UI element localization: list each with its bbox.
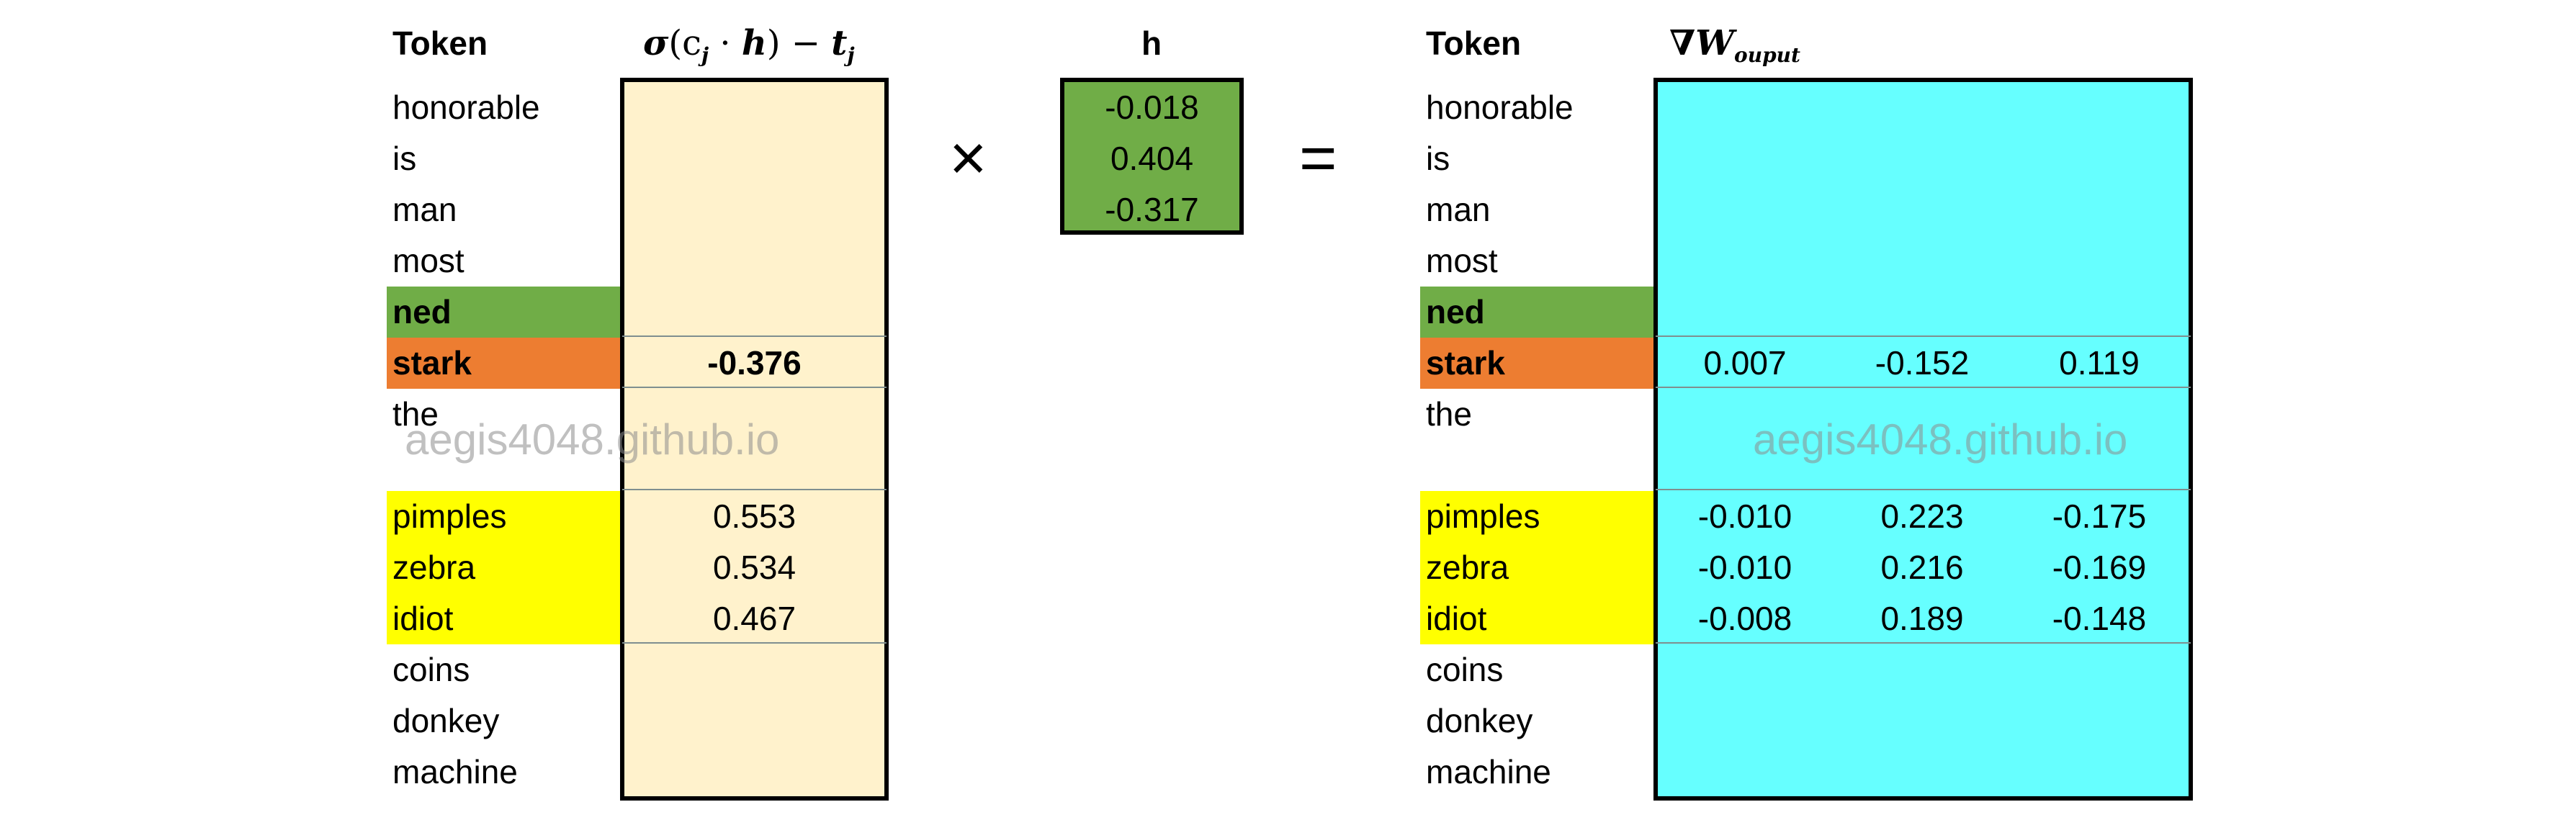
- right-token-the: the: [1426, 395, 1472, 433]
- h-vector-label: h: [1141, 24, 1162, 62]
- gradient-idiot-1: 0.189: [1880, 600, 1964, 637]
- sigma-value-pimples: 0.553: [712, 497, 796, 535]
- left-token-stark: stark: [387, 338, 622, 389]
- equals-sign: =: [1299, 122, 1337, 194]
- sigma-column-box: [620, 78, 889, 801]
- sigma-value-idiot: 0.467: [712, 600, 796, 637]
- sigma-column-header: σ(cj · h) − tj: [643, 23, 855, 67]
- gradient-pimples-1: 0.223: [1880, 497, 1964, 535]
- right-token-honorable: honorable: [1426, 89, 1574, 126]
- right-token-idiot: idiot: [1420, 593, 1656, 644]
- right-token-man: man: [1426, 191, 1491, 228]
- left-token-the: the: [392, 395, 439, 433]
- left-row-divider: [622, 335, 887, 337]
- gradient-zebra-0: -0.010: [1697, 549, 1792, 586]
- right-row-divider: [1656, 335, 2191, 337]
- left-row-divider: [622, 387, 887, 388]
- gradient-idiot-2: -0.148: [2052, 600, 2147, 637]
- right-row-divider: [1656, 387, 2191, 388]
- left-token-honorable: honorable: [392, 89, 540, 126]
- right-token-machine: machine: [1426, 753, 1551, 790]
- gradient-matrix-box: [1653, 78, 2193, 801]
- right-token-most: most: [1426, 242, 1498, 279]
- gradient-column-header: ∇Wouput: [1669, 23, 1800, 67]
- right-row-divider: [1656, 642, 2191, 644]
- right-row-divider: [1656, 489, 2191, 490]
- right-token-stark: stark: [1420, 338, 1656, 389]
- right-token-ned: ned: [1420, 287, 1656, 338]
- h-vector-box: [1060, 78, 1244, 235]
- left-token-coins: coins: [392, 651, 470, 688]
- gradient-stark-2: 0.119: [2059, 344, 2140, 382]
- h-value-2: -0.317: [1105, 191, 1199, 228]
- left-token-pimples: pimples: [387, 491, 622, 542]
- left-token-ned: ned: [387, 287, 622, 338]
- left-token-is: is: [392, 140, 417, 177]
- left-token-man: man: [392, 191, 457, 228]
- left-row-divider: [622, 642, 887, 644]
- left-token-idiot: idiot: [387, 593, 622, 644]
- right-token-header: Token: [1426, 24, 1522, 62]
- right-token-is: is: [1426, 140, 1450, 177]
- left-token-donkey: donkey: [392, 702, 500, 739]
- left-token-most: most: [392, 242, 465, 279]
- gradient-pimples-0: -0.010: [1697, 497, 1792, 535]
- sigma-value-zebra: 0.534: [712, 549, 796, 586]
- h-value-1: 0.404: [1110, 140, 1194, 177]
- left-token-zebra: zebra: [387, 542, 622, 593]
- gradient-pimples-2: -0.175: [2052, 497, 2147, 535]
- left-row-divider: [622, 489, 887, 490]
- gradient-zebra-2: -0.169: [2052, 549, 2147, 586]
- right-token-pimples: pimples: [1420, 491, 1656, 542]
- gradient-stark-1: -0.152: [1875, 344, 1970, 382]
- right-token-coins: coins: [1426, 651, 1504, 688]
- right-token-donkey: donkey: [1426, 702, 1533, 739]
- left-watermark: aegis4048.github.io: [405, 415, 780, 464]
- left-token-header: Token: [392, 24, 488, 62]
- right-token-zebra: zebra: [1420, 542, 1656, 593]
- multiply-sign: ×: [949, 122, 987, 194]
- h-value-0: -0.018: [1105, 89, 1199, 126]
- right-watermark: aegis4048.github.io: [1753, 415, 2128, 464]
- gradient-stark-0: 0.007: [1703, 344, 1787, 382]
- sigma-value-stark: -0.376: [707, 344, 802, 382]
- left-token-machine: machine: [392, 753, 518, 790]
- gradient-zebra-1: 0.216: [1880, 549, 1964, 586]
- gradient-idiot-0: -0.008: [1697, 600, 1792, 637]
